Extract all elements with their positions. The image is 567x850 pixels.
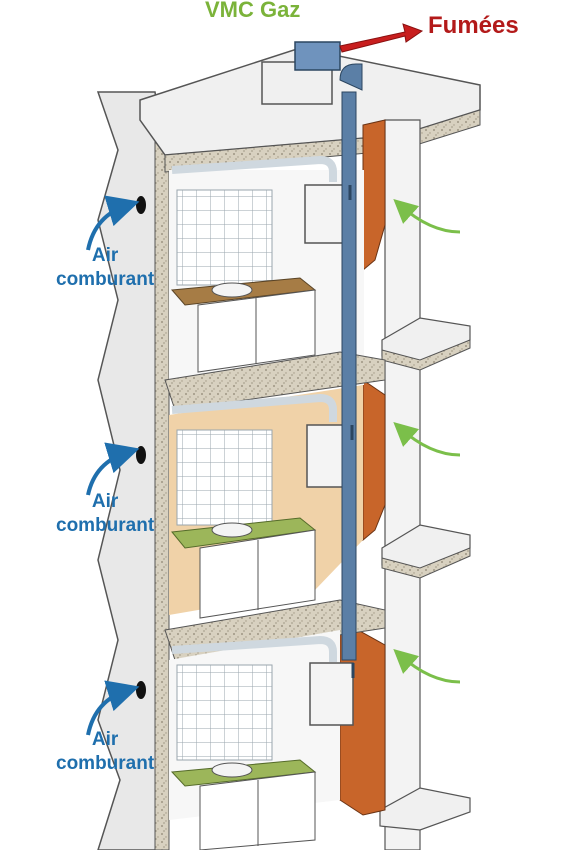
vmc-gaz-label: VMC Gaz [205,0,301,22]
floor-bottom [169,630,354,850]
air-comburant-label-1: Air comburant [56,244,154,292]
fresh-air-duct [171,155,337,182]
right-facade-wall [384,119,421,850]
sink [211,522,253,538]
tile-wall [176,189,273,286]
fresh-air-arrow [393,421,461,457]
comburant-word: comburant [56,515,155,536]
floor-slab [164,351,386,411]
comburant-word: comburant [56,753,155,774]
boiler [309,662,354,726]
air-word: Air [91,729,119,750]
tile-wall [176,429,273,526]
shaft-wall [362,119,386,272]
fumees-arrow [339,23,424,53]
vmc-fan [294,41,341,71]
sink [211,762,253,778]
air-arrow [86,680,140,736]
air-word: Air [91,245,119,266]
sink [211,282,253,298]
fresh-air-arrow [393,198,461,234]
floor-top [164,155,386,411]
tile-wall [176,664,273,761]
air-inlet-hole [136,196,146,214]
shaft-wall-2 [362,379,386,542]
balcony-2 [381,524,471,579]
exhaust-duct-upper [339,63,363,91]
comburant-word: comburant [56,269,155,290]
air-word: Air [91,491,119,512]
fresh-air-arrow [393,648,461,684]
fresh-air-duct [171,393,337,422]
air-inlet-hole [136,681,146,699]
air-inlet-hole [136,446,146,464]
air-arrow [86,195,140,251]
exhaust-duct [341,91,357,661]
left-facade-edge [154,117,170,850]
air-arrow [86,442,140,496]
air-comburant-label-2: Air comburant [56,490,154,538]
balcony-3 [379,787,471,831]
air-comburant-label-3: Air comburant [56,728,154,776]
fresh-air-duct [171,635,337,662]
fumees-label: Fumées [428,12,519,39]
